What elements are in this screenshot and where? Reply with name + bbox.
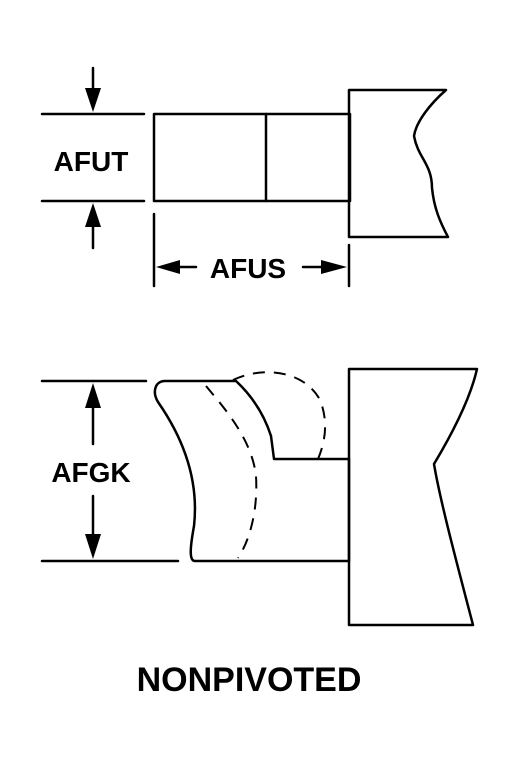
top-view: AFUT AFUS [40,66,450,288]
diagram-caption: NONPIVOTED [137,661,362,699]
crescent-bit [153,379,351,563]
hidden-crescent-inner [205,385,258,559]
bit-body [152,112,352,203]
afus-arrow-left-head [156,260,180,274]
afus-label: AFUS [210,253,286,284]
afus-arrow-right-head [321,260,347,274]
handle-bottom [347,367,479,627]
afut-label: AFUT [54,146,129,177]
afgk-arrow-bottom-head [85,534,101,559]
afgk-arrow-top-head [85,383,101,408]
afut-arrow-top-head [85,88,101,112]
afut-arrow-bottom-head [85,203,101,227]
hidden-crescent-outer [232,371,326,460]
afgk-label: AFGK [51,457,130,488]
bottom-view: AFGK [40,367,479,627]
handle-top [347,88,450,239]
